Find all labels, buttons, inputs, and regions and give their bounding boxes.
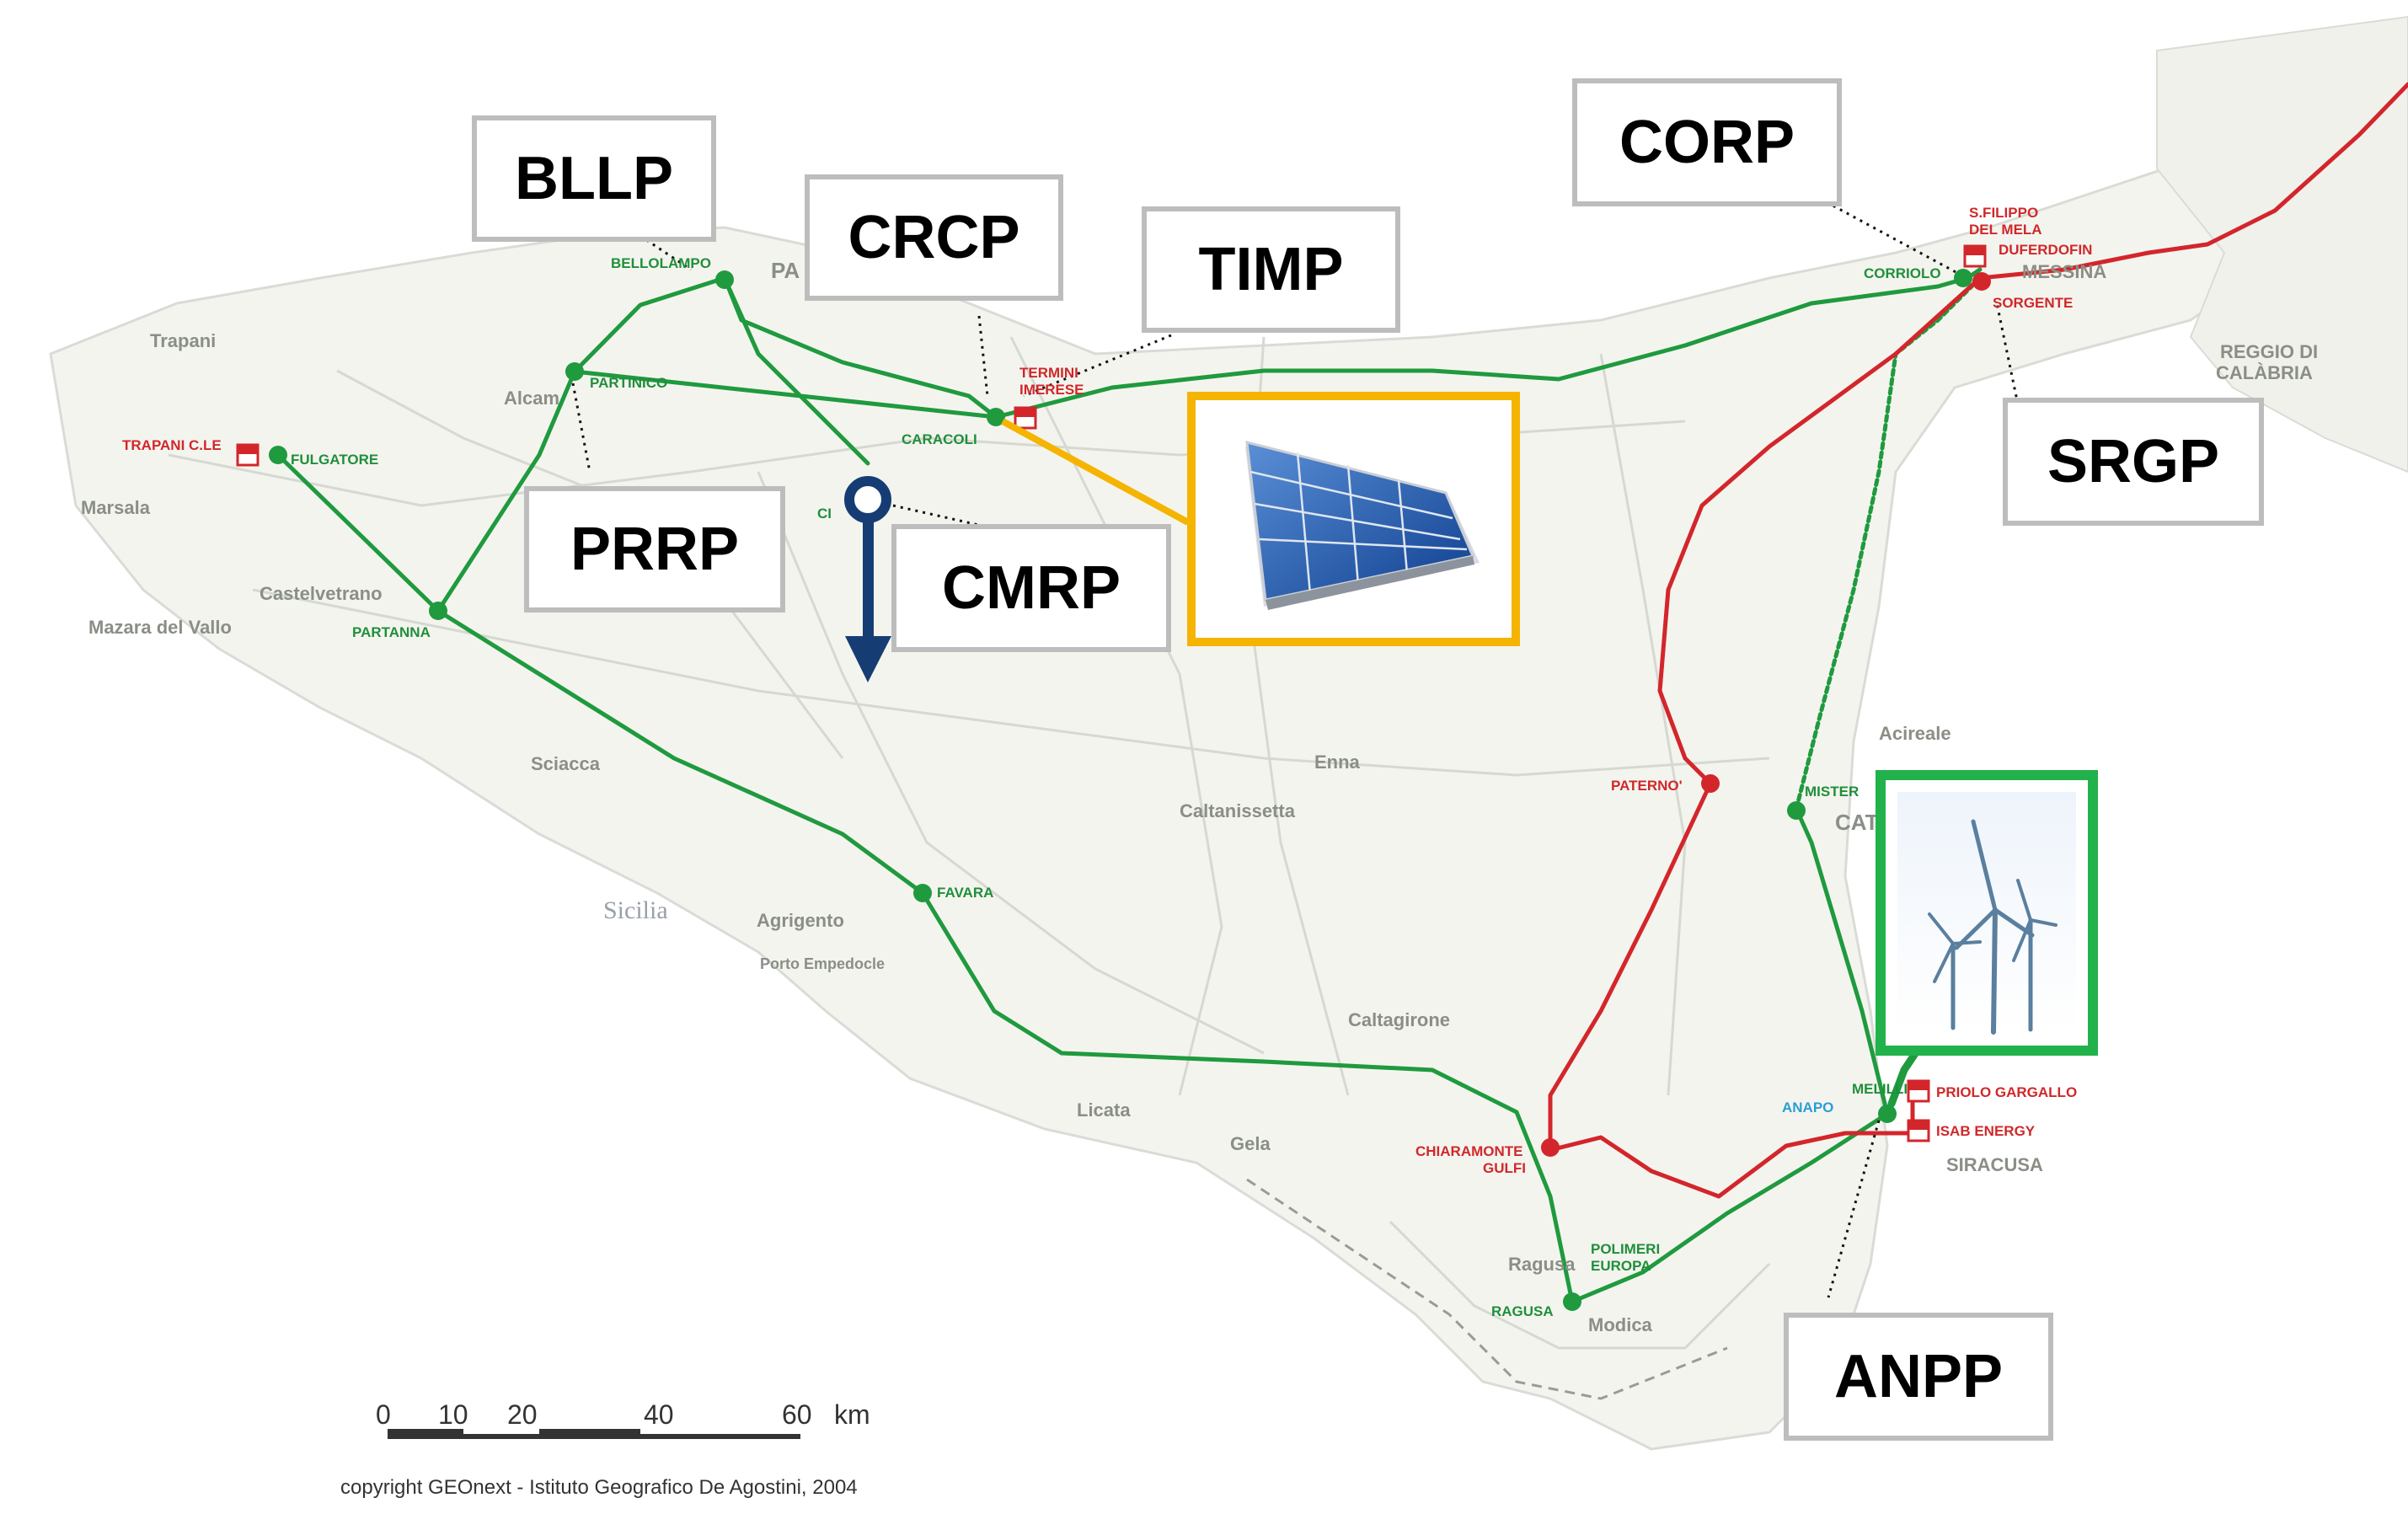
node-anapo: ANAPO: [1782, 1099, 1833, 1115]
place-catania: CAT: [1835, 810, 1879, 835]
node-partanna: PARTANNA: [352, 624, 431, 640]
place-alcamo: Alcam: [504, 388, 559, 409]
place-caltanissetta: Caltanissetta: [1180, 800, 1296, 821]
node-termini: TERMINI: [1019, 365, 1078, 381]
node-priolo: PRIOLO GARGALLO: [1936, 1084, 2077, 1100]
flag-markers: [236, 244, 1987, 1142]
place-messina: MESSINA: [2022, 261, 2106, 282]
node-cm: CI: [817, 506, 832, 522]
node-duferdofin: DUFERDOFIN: [1999, 242, 2092, 258]
solar-panel-icon: [1187, 392, 1520, 646]
node-gulfi: GULFI: [1483, 1160, 1526, 1176]
node-caracoli: CARACOLI: [902, 431, 977, 447]
place-reggio: REGGIO DI: [2220, 341, 2318, 362]
place-modica: Modica: [1588, 1314, 1653, 1335]
railway-dashed: [1246, 1178, 1728, 1400]
place-enna: Enna: [1314, 752, 1361, 773]
place-palermo: PA: [771, 258, 800, 283]
sicily-landmass: [49, 49, 2408, 1451]
place-caltagirone: Caltagirone: [1348, 1009, 1450, 1030]
node-labels: BELLOLAMPO PARTINICO FULGATORE TRAPANI C…: [122, 205, 2092, 1319]
place-agrigento: Agrigento: [757, 910, 844, 931]
scale-tick-40: 40: [644, 1399, 674, 1430]
label-cmrp: CMRP: [891, 524, 1171, 652]
place-siracusa: SIRACUSA: [1946, 1154, 2043, 1175]
node-imerese: IMERESE: [1019, 382, 1084, 398]
place-gela: Gela: [1230, 1133, 1271, 1154]
node-paterno: PATERNO': [1611, 778, 1683, 794]
place-castelvetrano: Castelvetrano: [260, 583, 383, 604]
place-marsala: Marsala: [81, 497, 151, 518]
scale-tick-0: 0: [376, 1399, 391, 1430]
node-s-filippo: S.FILIPPO: [1969, 205, 2038, 221]
label-crcp: CRCP: [805, 174, 1063, 301]
place-sicilia: Sicilia: [603, 896, 668, 924]
node-del-mela: DEL MELA: [1969, 222, 2042, 238]
node-bellolampo: BELLOLAMPO: [611, 255, 711, 271]
label-timp: TIMP: [1142, 206, 1400, 333]
location-pin-icon: [844, 476, 891, 682]
green-pipeline-network: [276, 267, 1983, 1304]
label-bllp: BLLP: [472, 115, 716, 242]
node-trapani-cle: TRAPANI C.LE: [122, 437, 222, 453]
scale-bar: 0 10 20 40 60 km: [376, 1399, 870, 1439]
node-fulgatore: FULGATORE: [291, 452, 378, 468]
node-misterbianco: MISTER: [1805, 784, 1859, 800]
label-corp: CORP: [1572, 78, 1842, 206]
node-isab: ISAB ENERGY: [1936, 1123, 2036, 1139]
scale-tick-10: 10: [438, 1399, 468, 1430]
label-anpp: ANPP: [1784, 1313, 2053, 1441]
copyright-text: copyright GEOnext - Istituto Geografico …: [340, 1476, 858, 1499]
node-ragusa: RAGUSA: [1491, 1303, 1554, 1319]
network-nodes: [269, 269, 1991, 1311]
node-sorgente: SORGENTE: [1993, 295, 2073, 311]
node-polimeri: POLIMERI: [1591, 1241, 1660, 1257]
node-corriolo: CORRIOLO: [1864, 265, 1941, 281]
wind-turbines-icon: [1876, 770, 2098, 1056]
place-mazara: Mazara del Vallo: [88, 617, 232, 638]
node-melilli: MELILLI: [1852, 1081, 1908, 1097]
label-srgp: SRGP: [2003, 398, 2264, 526]
node-europa: EUROPA: [1591, 1258, 1651, 1274]
place-licata: Licata: [1077, 1099, 1131, 1121]
place-porto-empedocle: Porto Empedocle: [760, 955, 885, 972]
place-ragusa: Ragusa: [1508, 1254, 1576, 1275]
place-acireale: Acireale: [1879, 723, 1951, 744]
place-calabria: CALÀBRIA: [2216, 362, 2313, 383]
scale-tick-60: 60: [782, 1399, 812, 1430]
solar-leader: [1001, 418, 1190, 526]
place-names: Trapani Marsala Mazara del Vallo Castelv…: [81, 258, 2318, 1335]
place-sciacca: Sciacca: [531, 753, 601, 774]
calabria-landmass: [2156, 15, 2408, 473]
scale-unit: km: [834, 1399, 870, 1430]
node-partinico: PARTINICO: [590, 375, 667, 391]
node-favara: FAVARA: [937, 885, 993, 901]
place-trapani: Trapani: [150, 330, 216, 351]
scale-tick-20: 20: [507, 1399, 538, 1430]
node-chiaramonte: CHIARAMONTE: [1415, 1143, 1523, 1159]
label-prrp: PRRP: [524, 486, 785, 613]
